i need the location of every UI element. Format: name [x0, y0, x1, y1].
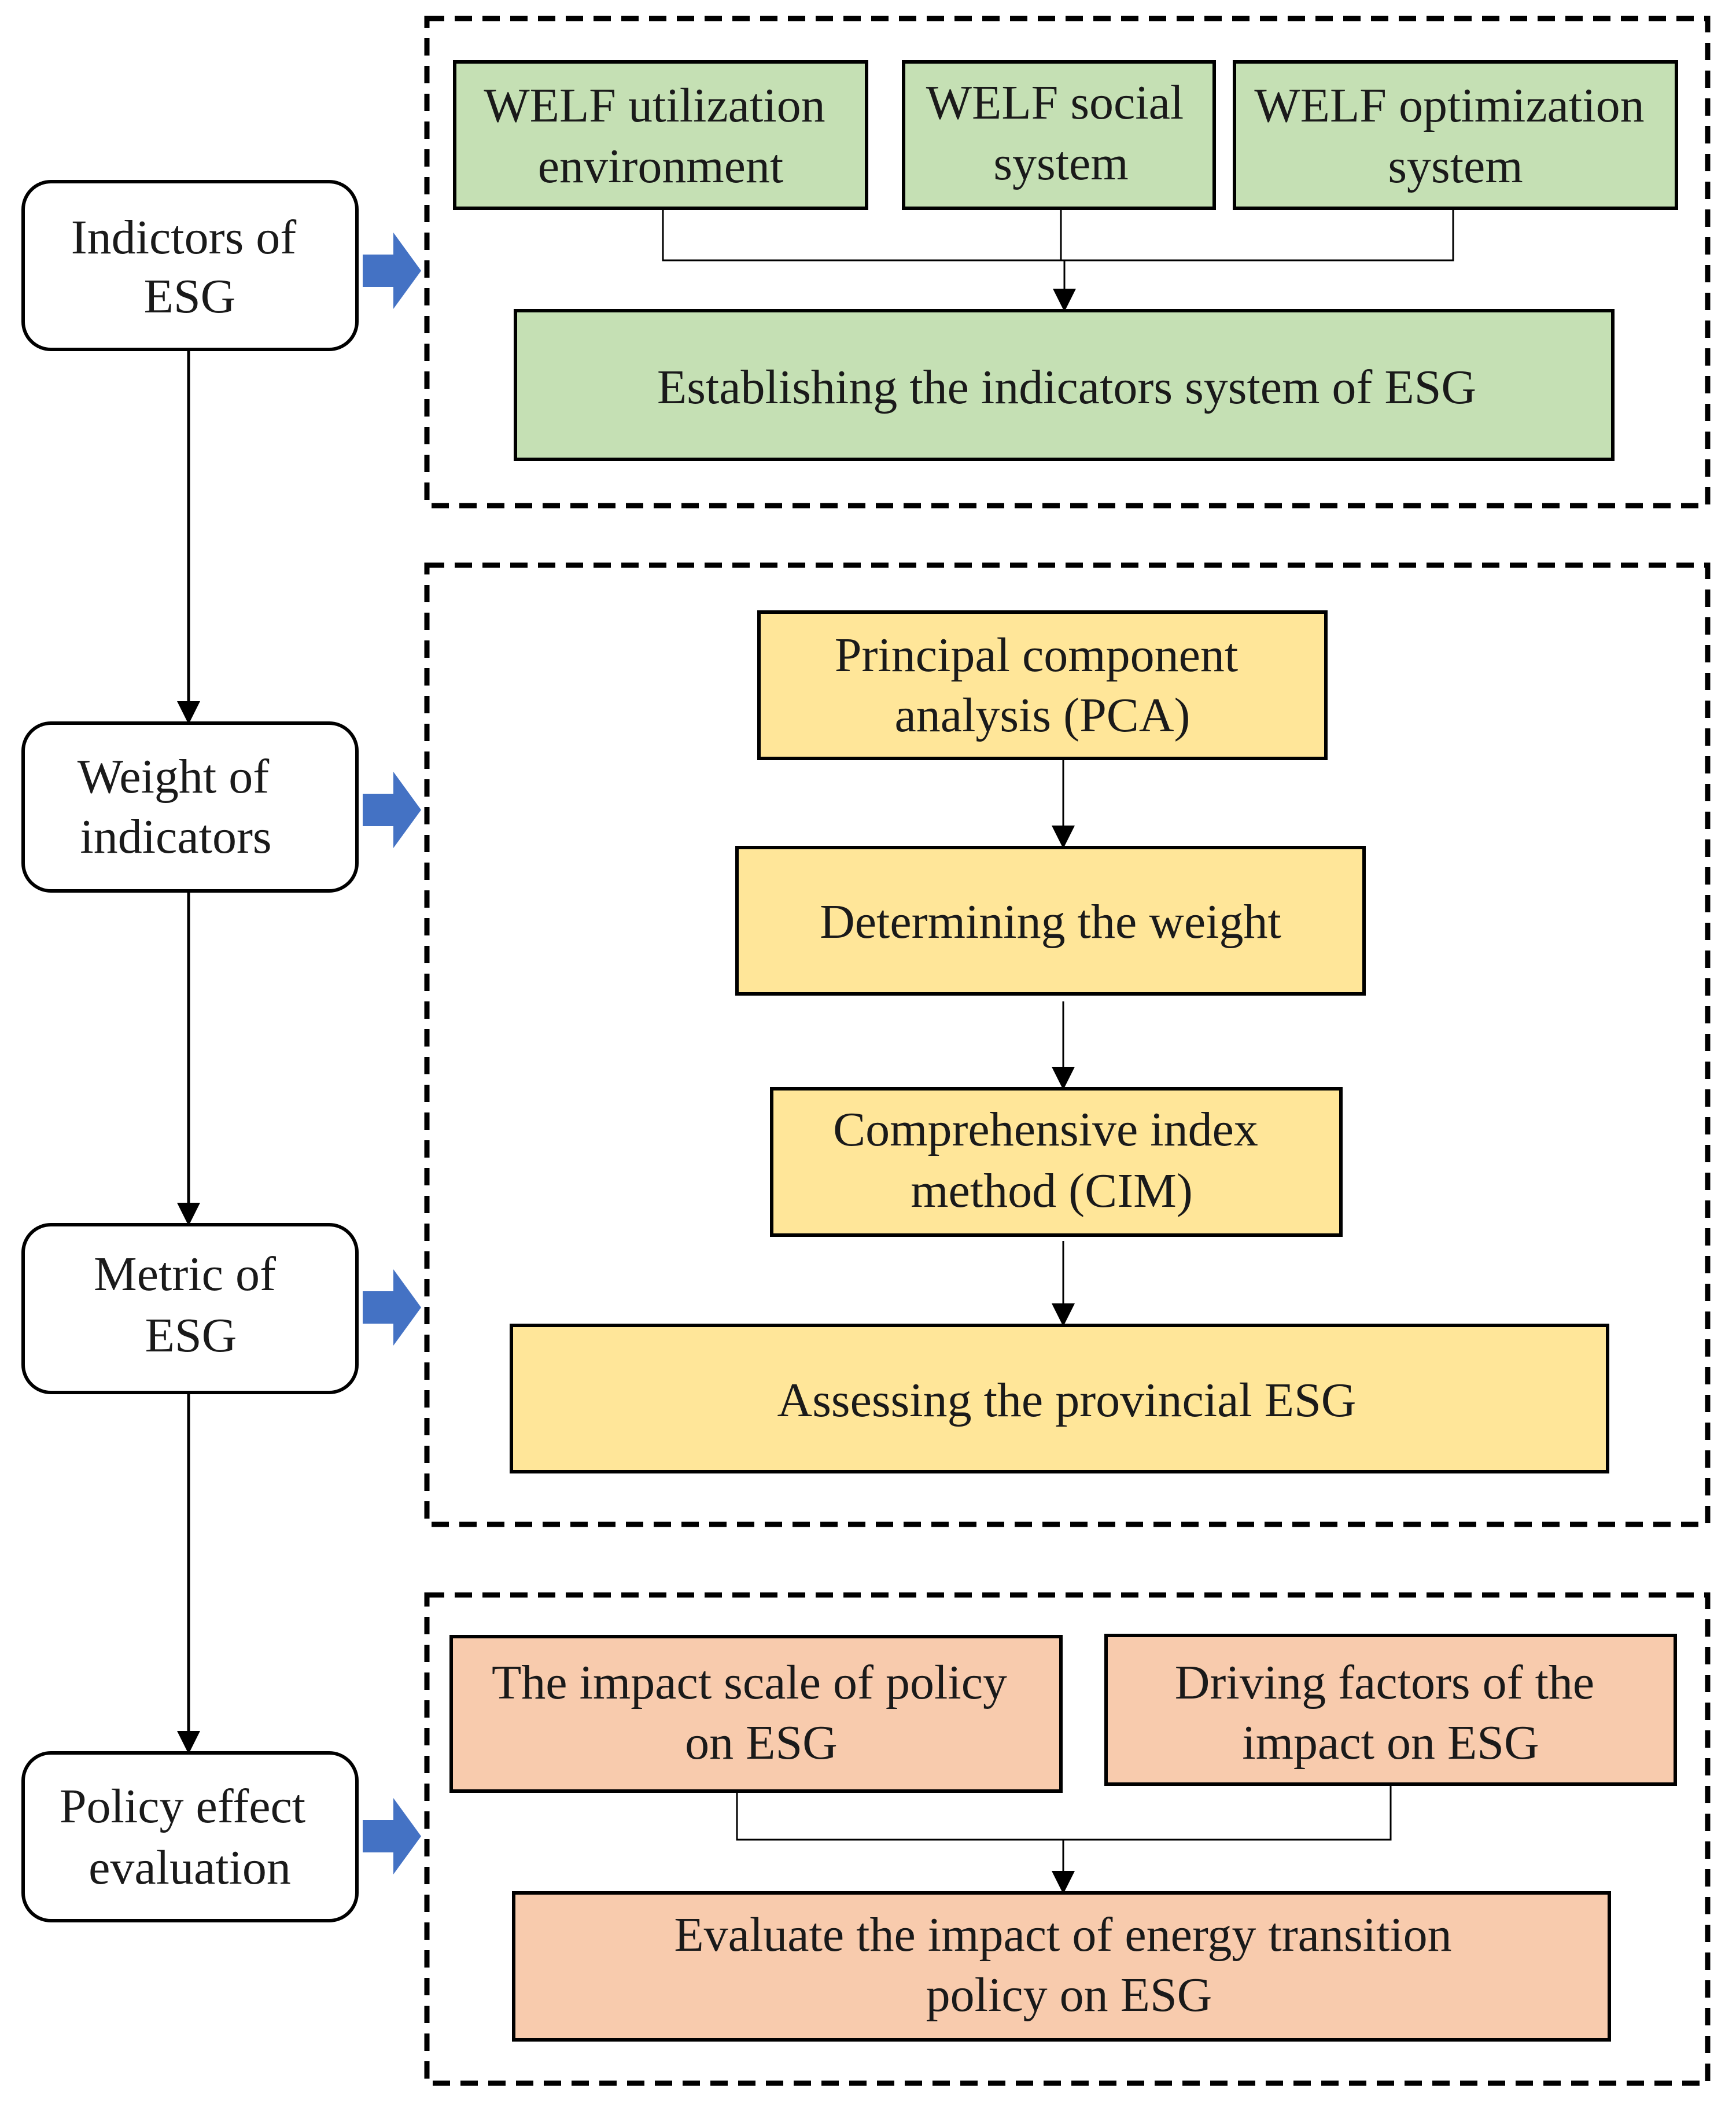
indicators-system-label: Establishing the indicators system of ES… — [657, 360, 1476, 414]
step-indicators: Indictors of ESG — [21, 180, 359, 351]
evaluate-policy-box: Evaluate the impact of energy transition… — [512, 1891, 1611, 2042]
step-indicators-label: Indictors of ESG — [71, 211, 309, 323]
driving-factors-box: Driving factors of the impact on ESG — [1104, 1634, 1677, 1786]
section-frame-indicators — [424, 16, 1711, 509]
section-frame-weight-metric — [424, 562, 1711, 1527]
block-arrow-metric-icon — [363, 1269, 421, 1346]
assessing-esg-label: Assessing the provincial ESG — [777, 1373, 1357, 1427]
welf-optimization-box: WELF optimization system — [1233, 60, 1678, 210]
merge-line-section1 — [662, 208, 1454, 261]
section-frame-policy — [424, 1592, 1711, 2086]
block-arrow-policy-icon — [363, 1798, 421, 1874]
assessing-esg-box: Assessing the provincial ESG — [510, 1324, 1609, 1473]
welf-optimization-label: WELF optimization system — [1254, 79, 1656, 193]
step-metric: Metric of ESG — [21, 1223, 359, 1394]
welf-social-label: WELF social system — [926, 76, 1196, 190]
welf-utilization-label: WELF utilization environment — [484, 79, 837, 193]
step-policy-label: Policy effect evaluation — [60, 1780, 318, 1895]
determining-weight-box: Determining the weight — [735, 846, 1366, 996]
driving-factors-label: Driving factors of the impact on ESG — [1175, 1656, 1606, 1770]
pca-box: Principal component analysis (PCA) — [757, 610, 1328, 760]
cim-label: Comprehensive index method (CIM) — [833, 1103, 1270, 1218]
determining-weight-label: Determining the weight — [820, 895, 1281, 949]
step-weight-label: Weight of indicators — [78, 750, 282, 864]
welf-utilization-box: WELF utilization environment — [453, 60, 868, 210]
cim-box: Comprehensive index method (CIM) — [770, 1087, 1343, 1237]
welf-social-box: WELF social system — [902, 60, 1216, 210]
step-metric-label: Metric of ESG — [94, 1247, 288, 1362]
step-weight: Weight of indicators — [21, 721, 359, 893]
impact-scale-label: The impact scale of policy on ESG — [492, 1656, 1019, 1770]
indicators-system-box: Establishing the indicators system of ES… — [514, 309, 1615, 461]
pca-label: Principal component analysis (PCA) — [835, 628, 1251, 742]
evaluate-policy-label: Evaluate the impact of energy transition… — [674, 1908, 1464, 2022]
impact-scale-box: The impact scale of policy on ESG — [449, 1635, 1063, 1793]
step-policy: Policy effect evaluation — [21, 1751, 359, 1922]
block-arrow-weight-icon — [363, 772, 421, 848]
block-arrow-indicators-icon — [363, 233, 421, 309]
